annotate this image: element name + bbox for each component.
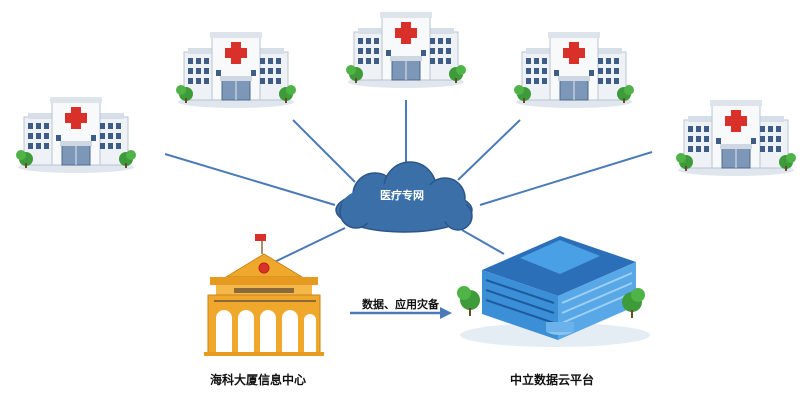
hospital-icon [513,31,635,109]
hospital-icon [175,31,297,109]
link-hospital-1 [164,153,336,206]
hospital-icon [345,11,467,89]
left-building-label: 海科大厦信息中心 [210,373,307,387]
hospital-icon [15,96,137,174]
link-hospital-4 [457,119,521,181]
link-right-building [461,229,505,255]
datacenter-icon [457,236,650,347]
arrow-label: 数据、应用灾备 [362,298,439,311]
right-building-label: 中立数据云平台 [510,373,595,387]
gov-building-icon [204,234,324,356]
network-label: 医疗专网 [380,189,424,202]
link-hospital-5 [479,151,653,206]
link-hospital-2 [292,119,356,183]
hospital-icon [675,99,797,177]
cloud-icon [335,161,473,233]
replication-arrow [350,307,452,319]
